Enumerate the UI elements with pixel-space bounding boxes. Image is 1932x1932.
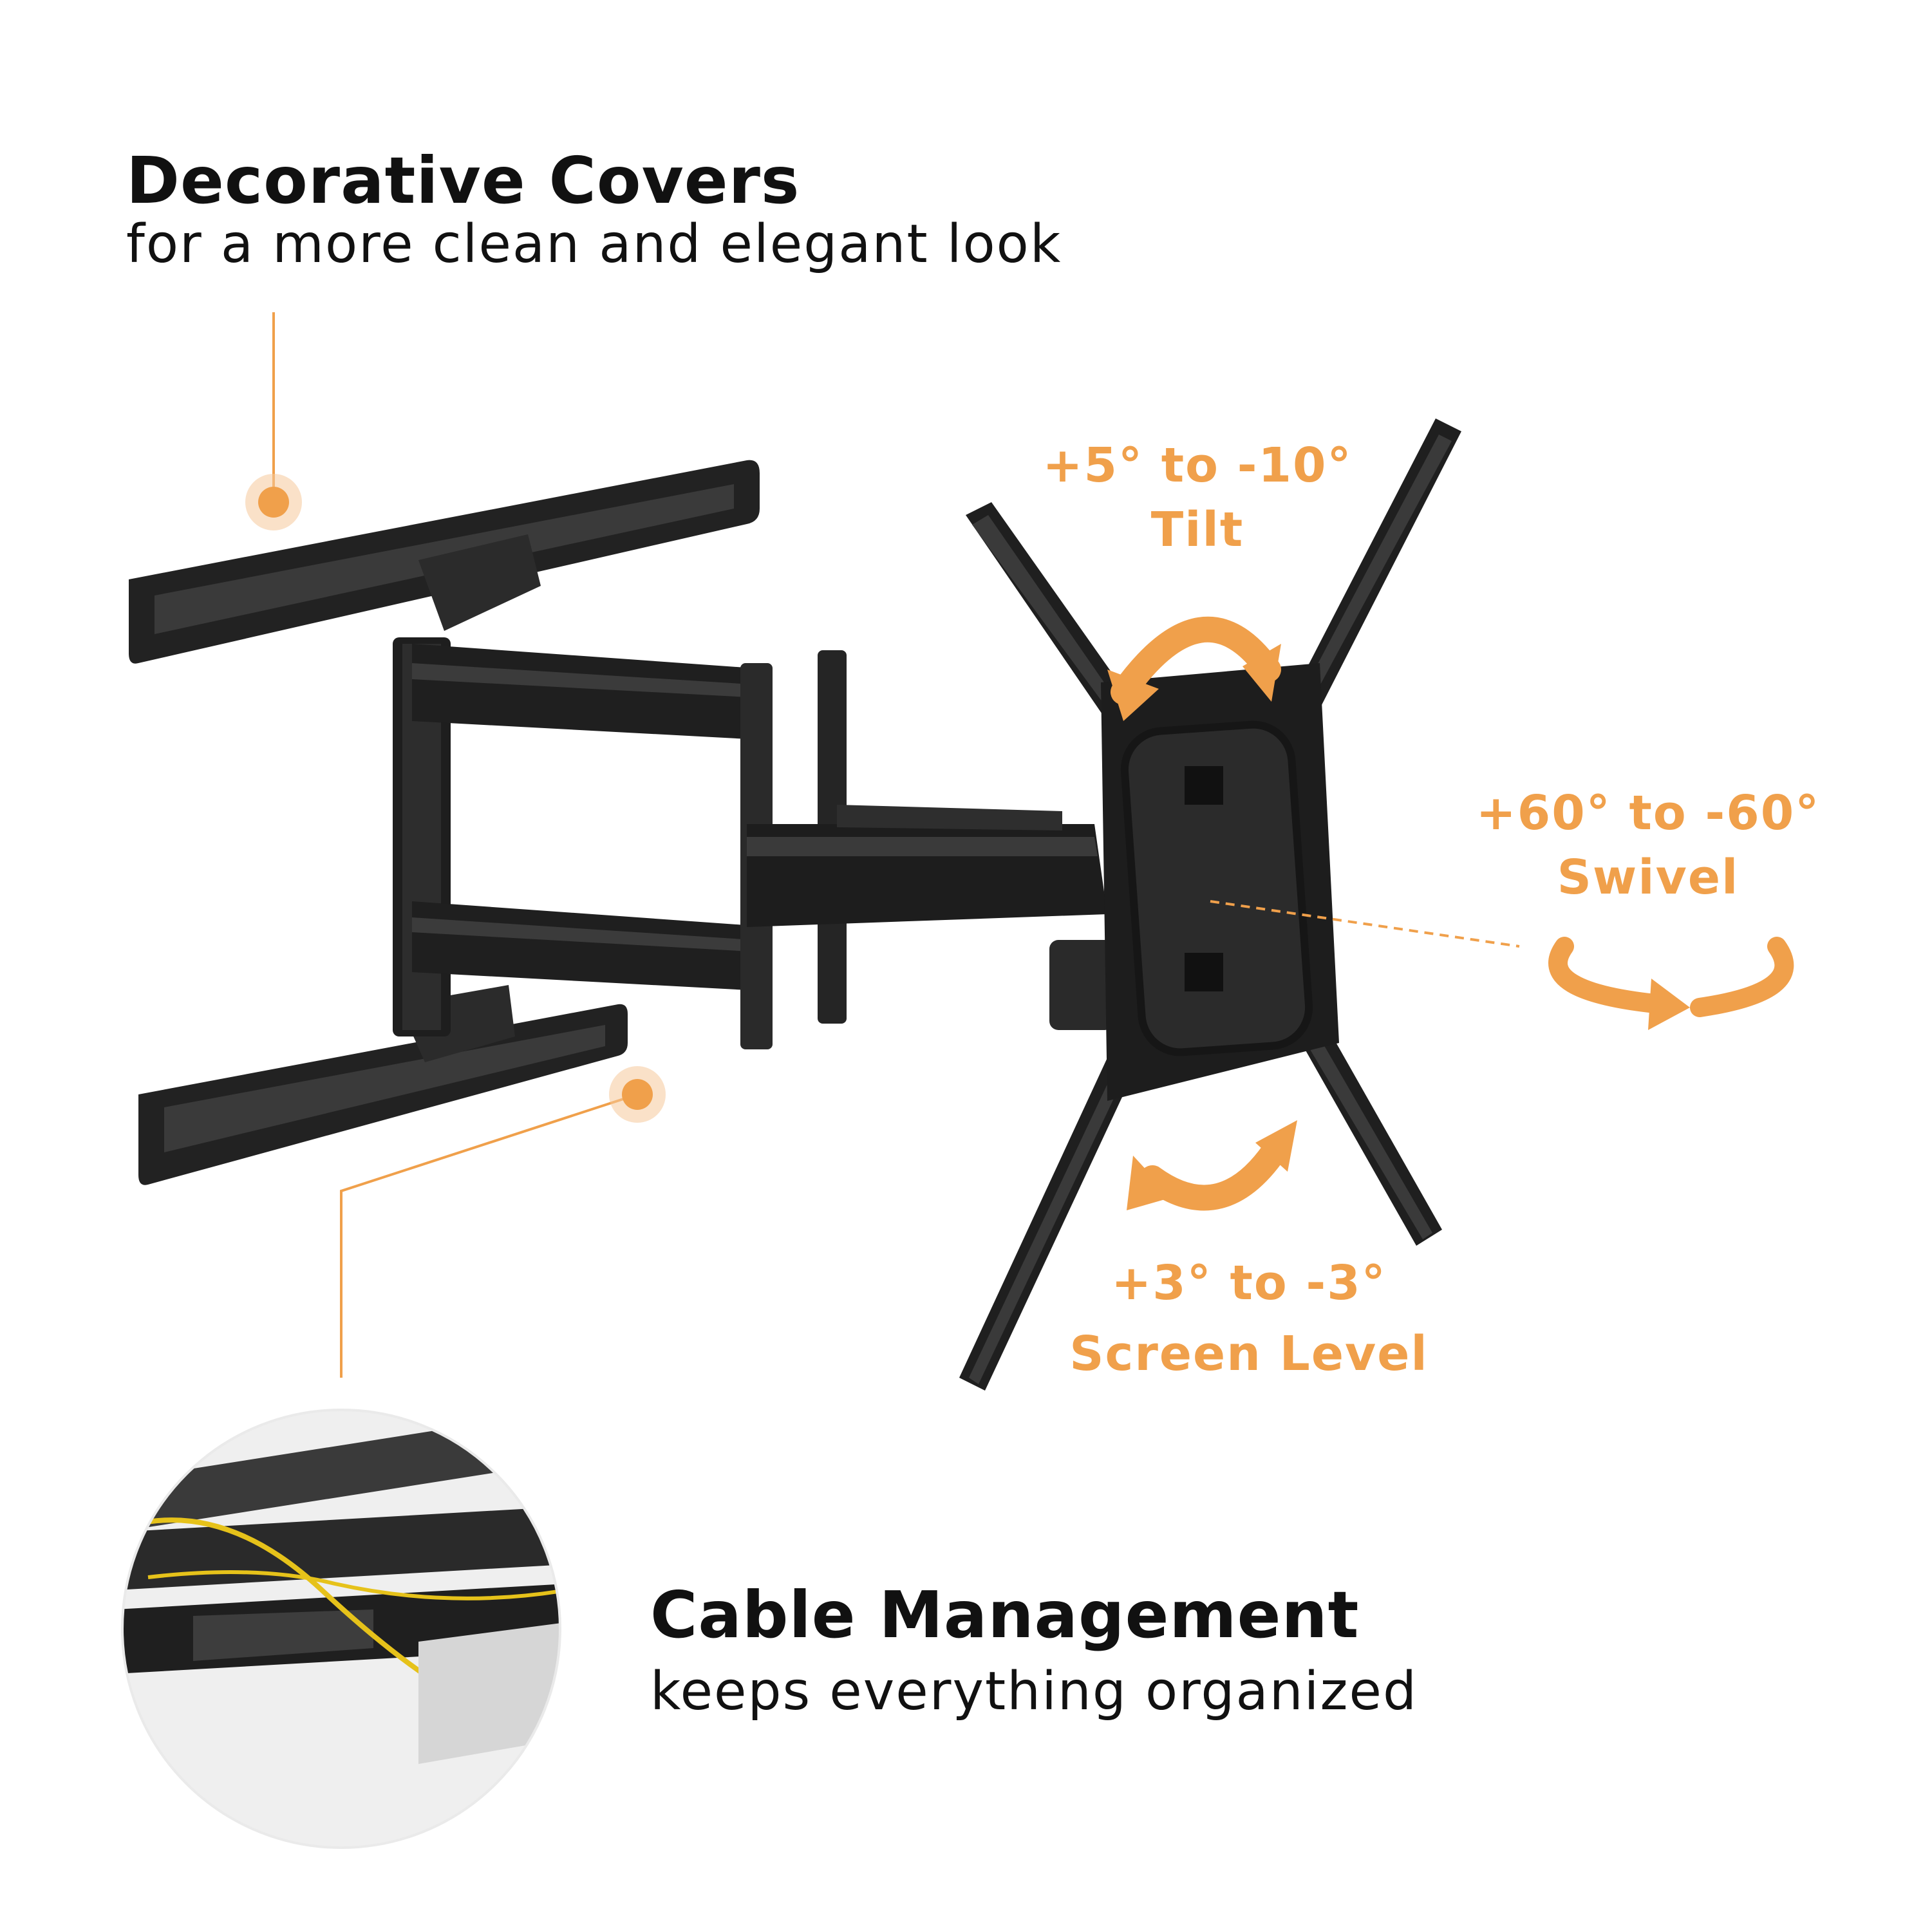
swing-arm-assembly [393, 637, 1114, 1049]
decorative-covers-leader [245, 312, 302, 530]
screen-level-label: Screen Level [1069, 1326, 1429, 1382]
cable-management-subtitle: keeps everything organized [650, 1661, 1418, 1722]
upper-decorative-cover [129, 460, 760, 664]
swivel-axis-line [1210, 900, 1520, 948]
lower-decorative-cover [138, 985, 628, 1185]
screen-level-range: +3° to -3° [1111, 1255, 1387, 1311]
vesa-bracket [959, 418, 1461, 1391]
detail-circle-border [121, 1409, 561, 1849]
cable-management-title: Cable Management [650, 1577, 1360, 1653]
cable-management-detail [122, 1410, 560, 1848]
cable-management-leader [340, 1066, 666, 1378]
decorative-covers-subtitle: for a more clean and elegant look [126, 214, 1062, 275]
tilt-arrow-icon [1107, 616, 1281, 721]
swivel-arrow-icon [1548, 937, 1794, 1030]
swivel-range: +60° to -60° [1476, 785, 1821, 841]
screen-level-arrow-icon [1127, 1120, 1297, 1211]
swivel-label: Swivel [1557, 850, 1740, 905]
tilt-range: +5° to -10° [1042, 438, 1353, 493]
tilt-label: Tilt [1150, 502, 1244, 558]
decorative-covers-title: Decorative Covers [126, 143, 800, 218]
